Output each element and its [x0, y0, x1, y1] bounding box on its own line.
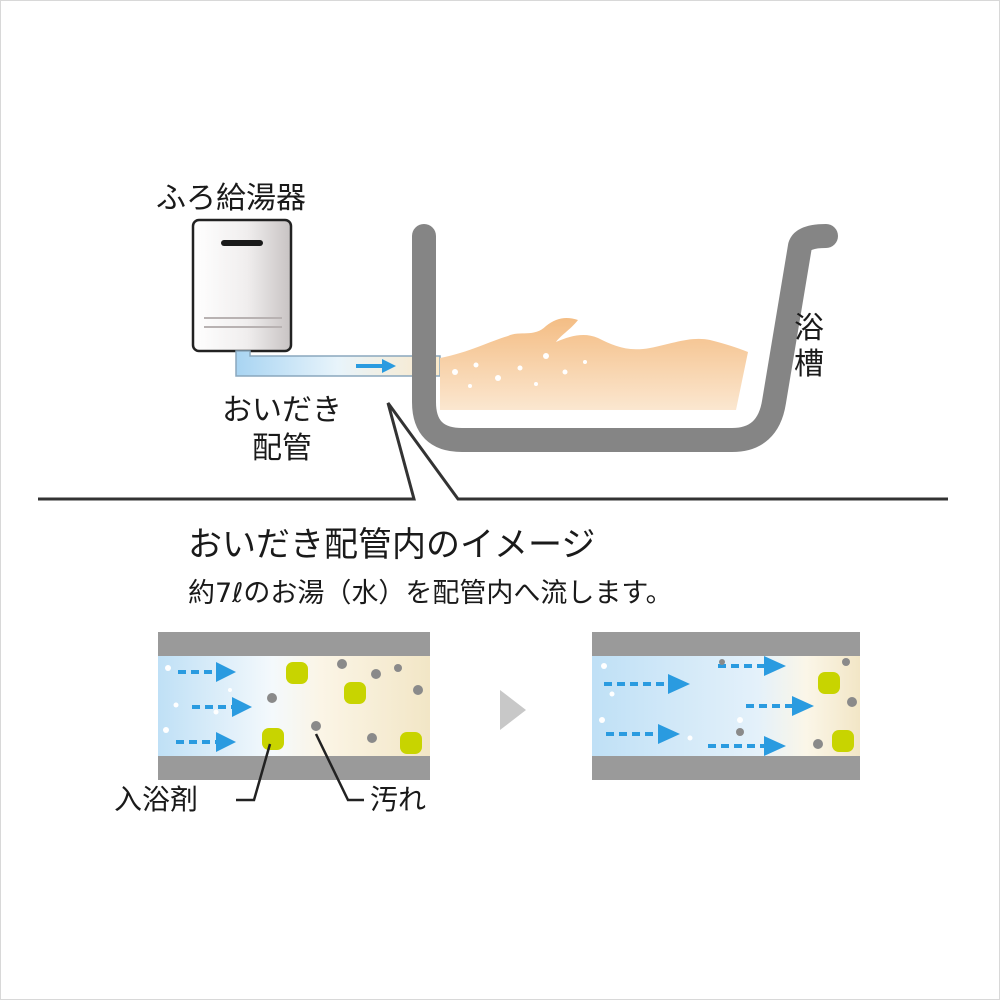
reheat-pipe-label: おいだき 配管	[222, 393, 342, 466]
bath-additive-particles	[262, 662, 422, 754]
water-heater-label: ふろ給湯器	[156, 181, 306, 216]
dirt-particles	[267, 659, 423, 743]
section-title: おいだき配管内のイメージ	[188, 525, 596, 565]
dirt-label: 汚れ	[370, 783, 427, 816]
arrow-right-icon	[658, 656, 814, 756]
bath-water	[440, 318, 748, 410]
reheat-pipe	[235, 350, 441, 377]
triangle-right-icon	[500, 690, 526, 730]
section-divider	[38, 402, 948, 501]
bubbles	[452, 353, 587, 388]
arrow-right-icon	[216, 662, 252, 752]
bath-additive-particles	[818, 672, 854, 752]
section-description: 約7ℓのお湯（水）を配管内へ流します。	[188, 578, 673, 609]
water-heater-icon	[191, 218, 293, 353]
arrow-right-icon	[382, 359, 396, 373]
dirt-particles	[719, 658, 857, 749]
bathtub-label: 浴 槽	[794, 311, 824, 382]
bathtub	[412, 224, 838, 452]
pipe-section-before	[158, 632, 430, 802]
bath-additive-label: 入浴剤	[114, 783, 199, 816]
pipe-section-after	[592, 632, 860, 780]
